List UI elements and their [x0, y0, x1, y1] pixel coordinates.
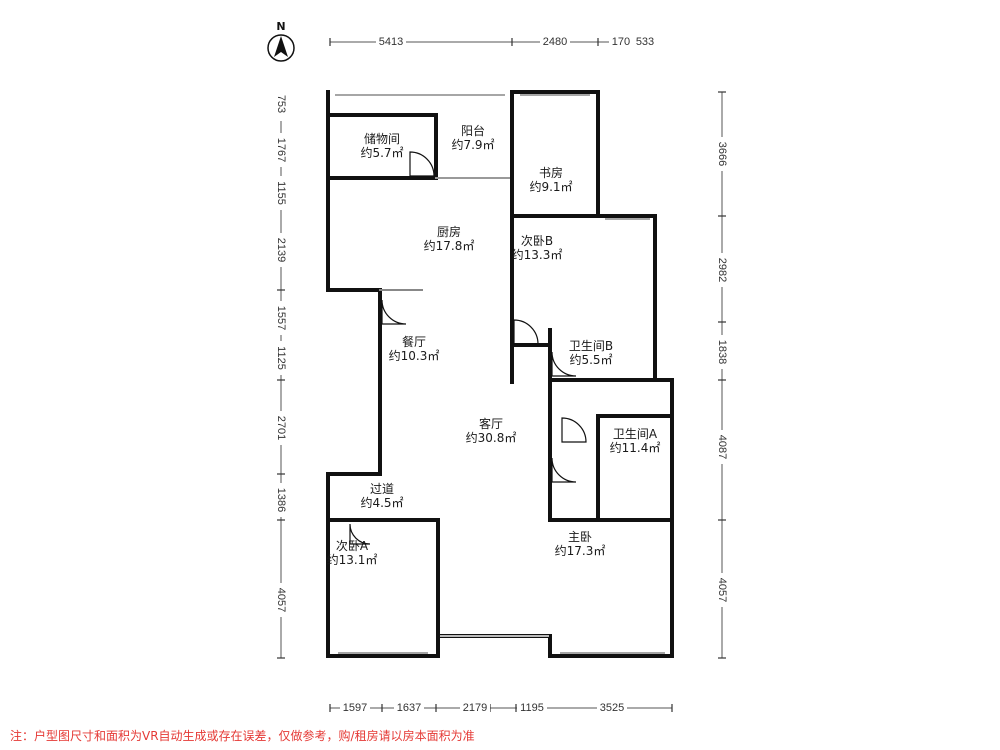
dim-label-left-8: 4057	[275, 588, 287, 612]
dim-label-bg-right-1	[715, 253, 729, 287]
dim-label-bg-left-2	[274, 176, 288, 210]
dim-label-bg-bottom-4	[597, 701, 627, 715]
room-name-storage: 储物间	[364, 131, 400, 146]
dim-label-bottom-4: 3525	[600, 702, 624, 714]
room-name-bedroom-b: 次卧B	[521, 234, 553, 248]
dim-label-bg-top-1	[540, 35, 570, 49]
dim-label-left-4: 1557	[275, 306, 287, 330]
dim-label-bg-left-4	[274, 301, 288, 335]
room-area-kitchen: 约17.8㎡	[424, 238, 475, 253]
dim-label-left-0: 753	[275, 95, 287, 113]
dim-label-bottom-0: 1597	[343, 702, 367, 714]
dim-label-left-7: 1386	[275, 488, 287, 512]
room-area-storage: 约5.7㎡	[360, 145, 403, 160]
room-area-master-bedroom: 约17.3㎡	[555, 543, 606, 558]
room-area-bathroom-a: 约11.4㎡	[610, 440, 661, 455]
dim-label-bg-bottom-0	[340, 701, 370, 715]
dim-label-right-1: 2982	[716, 258, 728, 282]
dimension-ticks	[277, 38, 726, 712]
dim-label-bg-left-6	[274, 411, 288, 445]
dim-label-top-1: 2480	[543, 36, 567, 48]
dim-label-bg-left-1	[274, 133, 288, 167]
dim-label-bg-right-0	[715, 137, 729, 171]
dim-label-bg-bottom-1	[394, 701, 424, 715]
dim-label-bg-left-3	[274, 233, 288, 267]
footer-note: 注：户型图尺寸和面积为VR自动生成或存在误差，仅做参考，购/租房请以房本面积为准	[10, 729, 475, 743]
dim-label-left-1: 1767	[275, 138, 287, 162]
room-area-corridor: 约4.5㎡	[360, 495, 403, 510]
dim-label-right-0: 3666	[716, 142, 728, 166]
room-area-bathroom-b: 约5.5㎡	[569, 352, 612, 367]
doors	[349, 151, 587, 545]
dim-label-bg-top-0	[376, 35, 406, 49]
dim-label-left-2: 1155	[275, 181, 287, 205]
dim-label-bg-left-0	[274, 87, 288, 121]
dim-label-bottom-3: 1195	[520, 702, 544, 714]
compass-north-label: N	[276, 20, 285, 33]
dim-label-bottom-1: 1637	[397, 702, 421, 714]
room-name-bedroom-a: 次卧A	[336, 539, 369, 553]
compass-icon: N	[267, 20, 295, 62]
room-name-dining: 餐厅	[402, 334, 426, 349]
dim-label-right-3: 4087	[716, 435, 728, 459]
room-name-balcony: 阳台	[461, 123, 485, 138]
room-area-living: 约30.8㎡	[466, 430, 517, 445]
room-area-bedroom-a: 约13.1㎡	[327, 552, 378, 567]
room-name-master-bedroom: 主卧	[568, 530, 592, 544]
room-name-study: 书房	[539, 165, 563, 180]
room-area-dining: 约10.3㎡	[389, 348, 440, 363]
dim-label-bg-right-2	[715, 335, 729, 369]
dim-label-bottom-2: 2179	[463, 702, 487, 714]
room-name-corridor: 过道	[370, 482, 394, 496]
dim-label-bg-left-7	[274, 483, 288, 517]
dim-label-bg-right-4	[715, 573, 729, 607]
windows	[335, 94, 665, 654]
room-name-living: 客厅	[479, 416, 503, 431]
dim-label-bg-left-5	[274, 341, 288, 375]
room-name-bathroom-a: 卫生间A	[613, 427, 658, 441]
dim-label-left-3: 2139	[275, 238, 287, 262]
dim-label-left-6: 2701	[275, 416, 287, 440]
room-name-kitchen: 厨房	[437, 224, 461, 239]
walls	[326, 90, 674, 658]
dim-label-right-4: 4057	[716, 578, 728, 602]
dim-label-bg-bottom-2	[460, 701, 490, 715]
dim-label-bg-left-8	[274, 583, 288, 617]
room-area-study: 约9.1㎡	[529, 179, 572, 194]
room-labels: 储物间 约5.7㎡ 阳台 约7.9㎡ 书房 约9.1㎡ 厨房 约17.8㎡ 次卧…	[327, 123, 661, 567]
dim-label-bg-bottom-3	[517, 701, 547, 715]
dim-label-right-2: 1838	[716, 340, 728, 364]
room-name-bathroom-b: 卫生间B	[569, 339, 613, 353]
dim-label-bg-right-3	[715, 430, 729, 464]
room-area-bedroom-b: 约13.3㎡	[512, 247, 563, 262]
dim-label-top-0: 5413	[379, 36, 403, 48]
dim-label-bg-top-3	[630, 35, 660, 49]
dim-label-left-5: 1125	[275, 346, 287, 370]
room-area-balcony: 约7.9㎡	[451, 137, 494, 152]
dim-label-top-3: 533	[636, 36, 654, 48]
